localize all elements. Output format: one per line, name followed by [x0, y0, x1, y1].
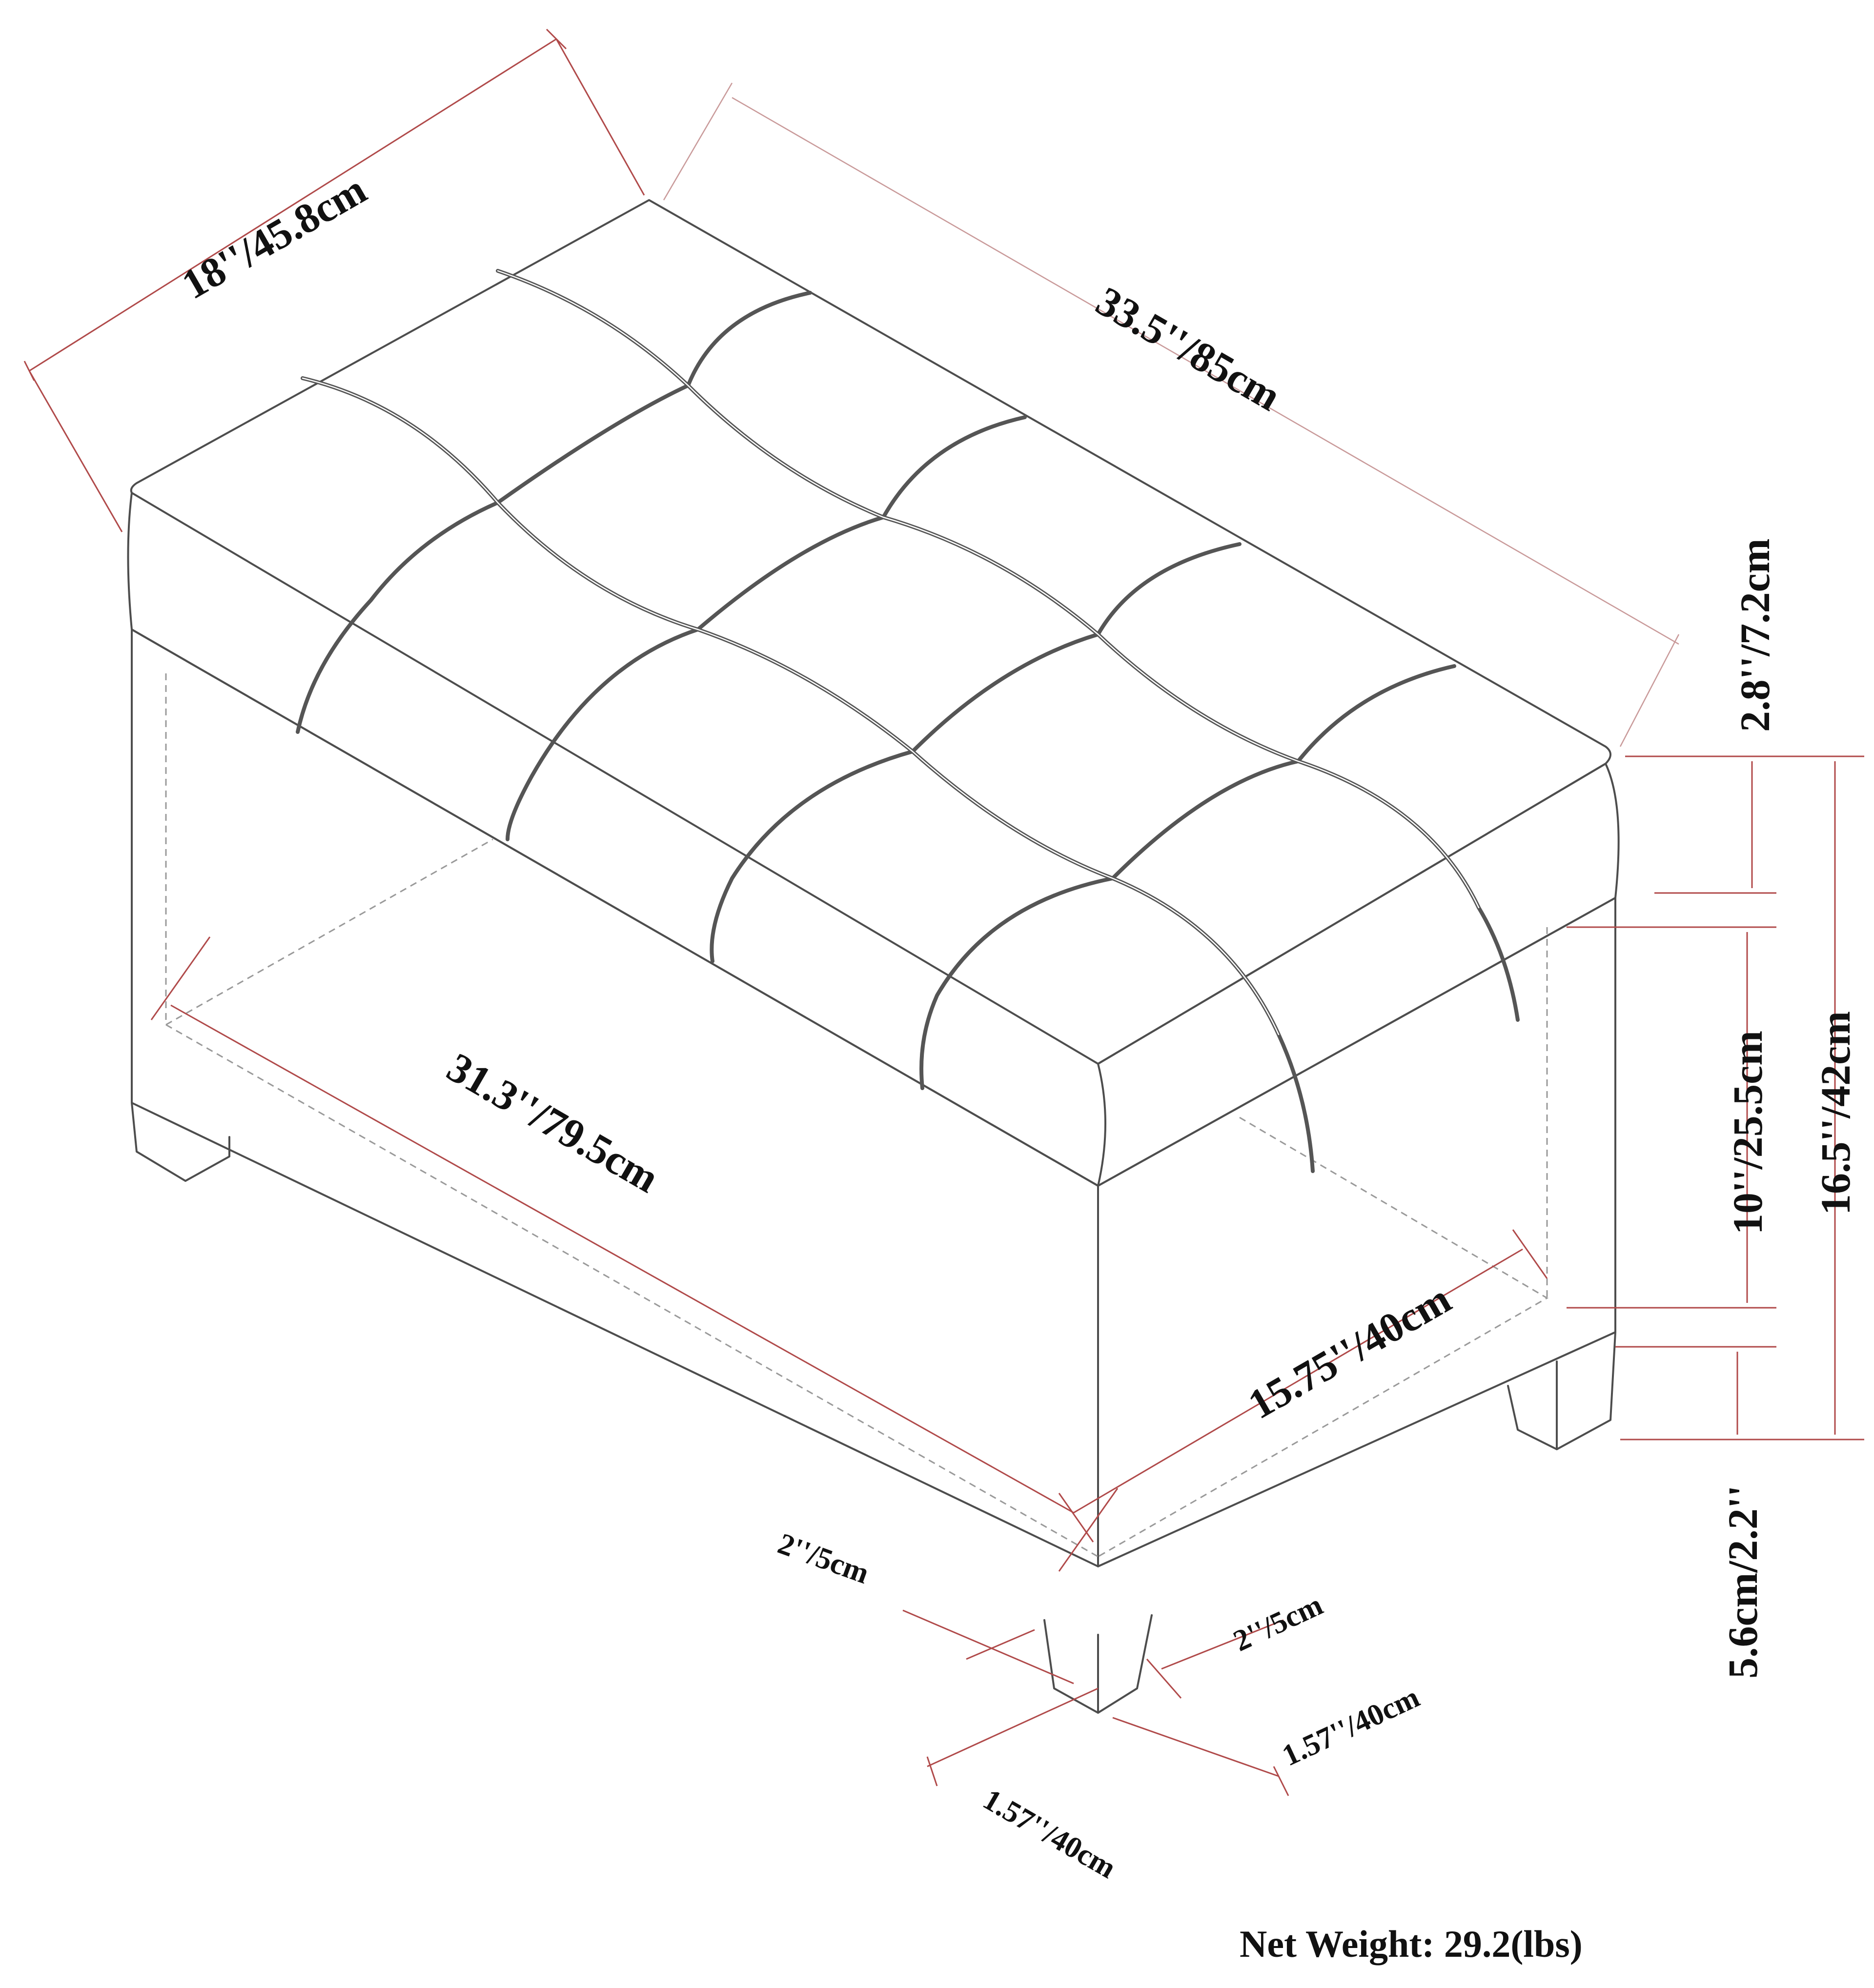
net-weight-label: Net Weight: 29.2(lbs) [1240, 1923, 1583, 1965]
body-right-face [1097, 897, 1616, 1567]
label-leg-width-right: 1.57''/40cm [1277, 1681, 1425, 1773]
tufting-pleats [296, 269, 1520, 1173]
leg-back-right [1507, 1331, 1616, 1450]
label-inner-depth: 15.75''/40cm [1241, 1275, 1459, 1428]
dim-line-inner-width [150, 936, 1119, 1572]
dim-line-right-verticals [1567, 755, 1864, 1440]
dim-line-leg-insets [902, 1609, 1289, 1796]
lid-seam [131, 629, 1099, 1187]
label-lid-height: 2.8''/7.2cm [1731, 539, 1778, 732]
label-leg-height: 5.6cm/2.2'' [1719, 1485, 1766, 1679]
dimension-lines [23, 28, 1864, 1796]
bench-outline [127, 199, 1620, 1714]
label-leg-inset-right: 2''/5cm [1228, 1588, 1328, 1658]
leg-front-right [1043, 1614, 1153, 1714]
dim-line-width-top [663, 82, 1680, 747]
label-leg-inset-left: 2''/5cm [774, 1527, 873, 1590]
body-front-face [131, 629, 1099, 1567]
label-depth-top: 18''/45.8cm [174, 165, 374, 308]
label-leg-width-bottom: 1.57''/40cm [978, 1783, 1121, 1885]
label-width-top: 33.5''/85cm [1089, 277, 1289, 420]
dim-line-depth-top [23, 28, 645, 532]
label-inner-height: 10''/25.5cm [1724, 1031, 1771, 1235]
hidden-shelf-back [165, 673, 1548, 1558]
lid-top-surface [130, 199, 1611, 1065]
dim-line-inner-depth [1058, 1229, 1548, 1542]
label-inner-width: 31.3''/79.5cm [440, 1043, 667, 1201]
lid-right-face [1097, 763, 1620, 1187]
label-total-height: 16.5''/42cm [1812, 1011, 1859, 1215]
leg-front-left [131, 1102, 230, 1182]
